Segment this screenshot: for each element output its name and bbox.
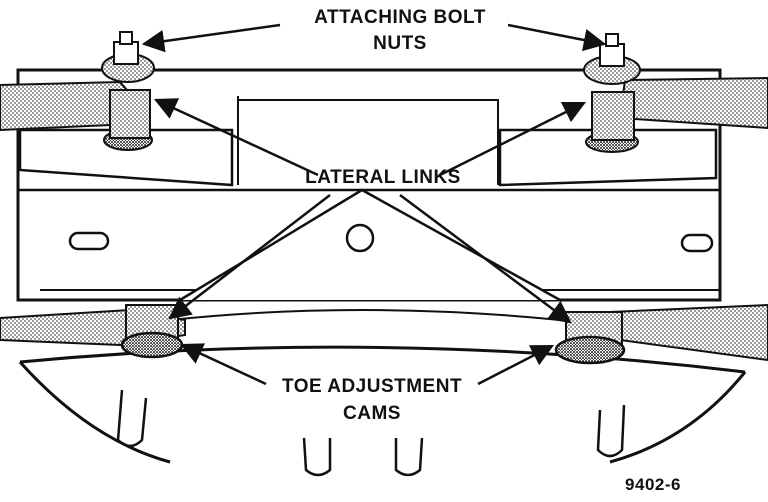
figure-id: 9402-6	[625, 475, 681, 494]
leader-left-cam	[179, 343, 267, 386]
left-upper-bushing	[101, 53, 155, 151]
leader-right-lower-link	[399, 193, 572, 324]
right-upper-bushing	[583, 55, 641, 153]
leader-left-nut	[141, 23, 281, 53]
left-toe-cam	[120, 304, 184, 359]
toe-label-line2: CAMS	[343, 403, 401, 424]
lower-housing	[18, 345, 747, 477]
attaching-label-line1: ATTACHING BOLT	[314, 7, 486, 28]
attaching-bolt-nuts-label: ATTACHING BOLT NUTS	[280, 8, 520, 60]
left-attaching-nut	[113, 31, 139, 65]
right-toe-cam	[554, 311, 626, 365]
lower-lateral-links	[0, 303, 768, 362]
leader-right-upper-link	[439, 101, 587, 177]
upper-lateral-links	[0, 76, 768, 132]
left-mounting-plate	[18, 128, 234, 187]
right-mounting-plate	[498, 128, 718, 187]
lateral-links-label: LATERAL LINKS	[305, 167, 461, 188]
leader-lines	[141, 23, 607, 386]
leader-right-cam	[477, 344, 555, 386]
toe-adjustment-cams-label: TOE ADJUSTMENT CAMS	[262, 377, 482, 431]
leader-right-nut	[507, 23, 607, 52]
attaching-label-line2: NUTS	[373, 33, 427, 54]
leader-left-lower-link	[168, 194, 331, 320]
leader-left-upper-link	[153, 98, 319, 177]
right-attaching-nut	[599, 33, 625, 67]
toe-label-line1: TOE ADJUSTMENT	[281, 376, 463, 397]
